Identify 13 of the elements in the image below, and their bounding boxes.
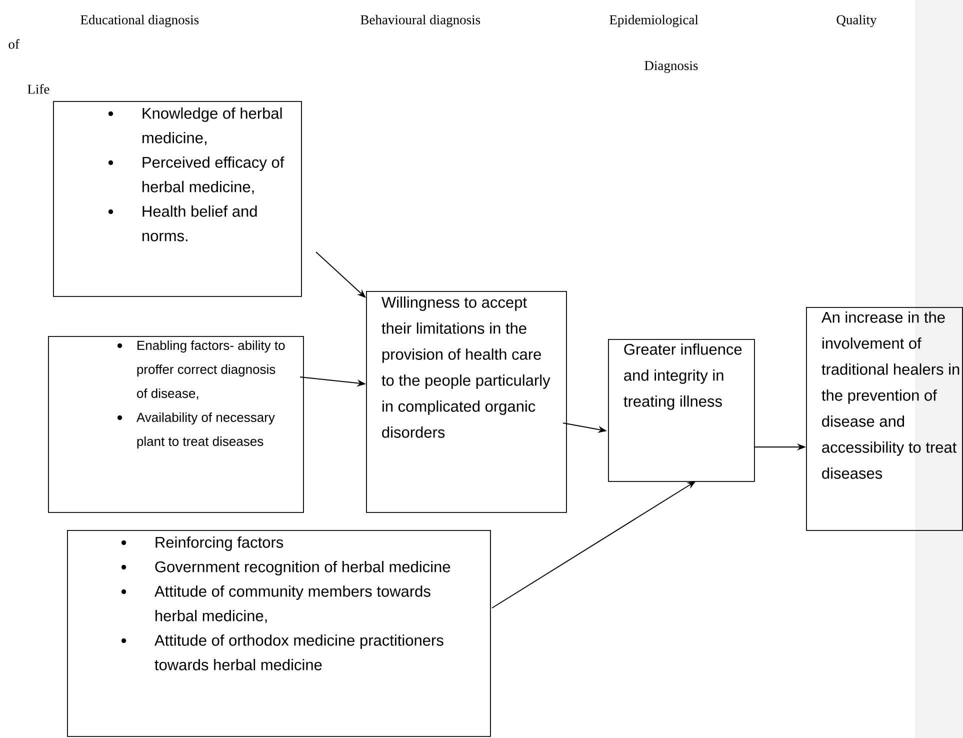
column-heading: Behavioural diagnosis — [360, 14, 480, 28]
column-heading: Diagnosis — [644, 61, 698, 73]
process-box: Greater influence and integrity in treating illness — [608, 339, 755, 482]
bullet-list-box: Reinforcing factors Government recognition of herbal medicine Attitude of community members towards herbal medicine, Attitude of orthodox medicine practitioners towards herbal medicine — [67, 530, 491, 737]
process-box: An increase in the involvement of traditional healers in the prevention of disease and accessibility to treat diseases — [806, 307, 963, 531]
column-heading: Life — [28, 84, 50, 94]
column-heading: Educational diagnosis — [80, 14, 199, 28]
column-heading: of — [8, 39, 20, 49]
process-box: Willingness to accept their limitations in the provision of health care to the people particularly in complicated organic disorders — [366, 291, 567, 513]
column-heading: Epidemiological — [610, 14, 698, 28]
bullet-list-box: Enabling factors- ability to proffer correct diagnosis of disease, Availability of necessary plant to treat diseases — [48, 336, 304, 513]
column-heading: Quality — [836, 14, 877, 28]
bullet-list-box: Knowledge of herbal medicine, Perceived efficacy of herbal medicine, Health belief and norms. — [53, 101, 302, 297]
